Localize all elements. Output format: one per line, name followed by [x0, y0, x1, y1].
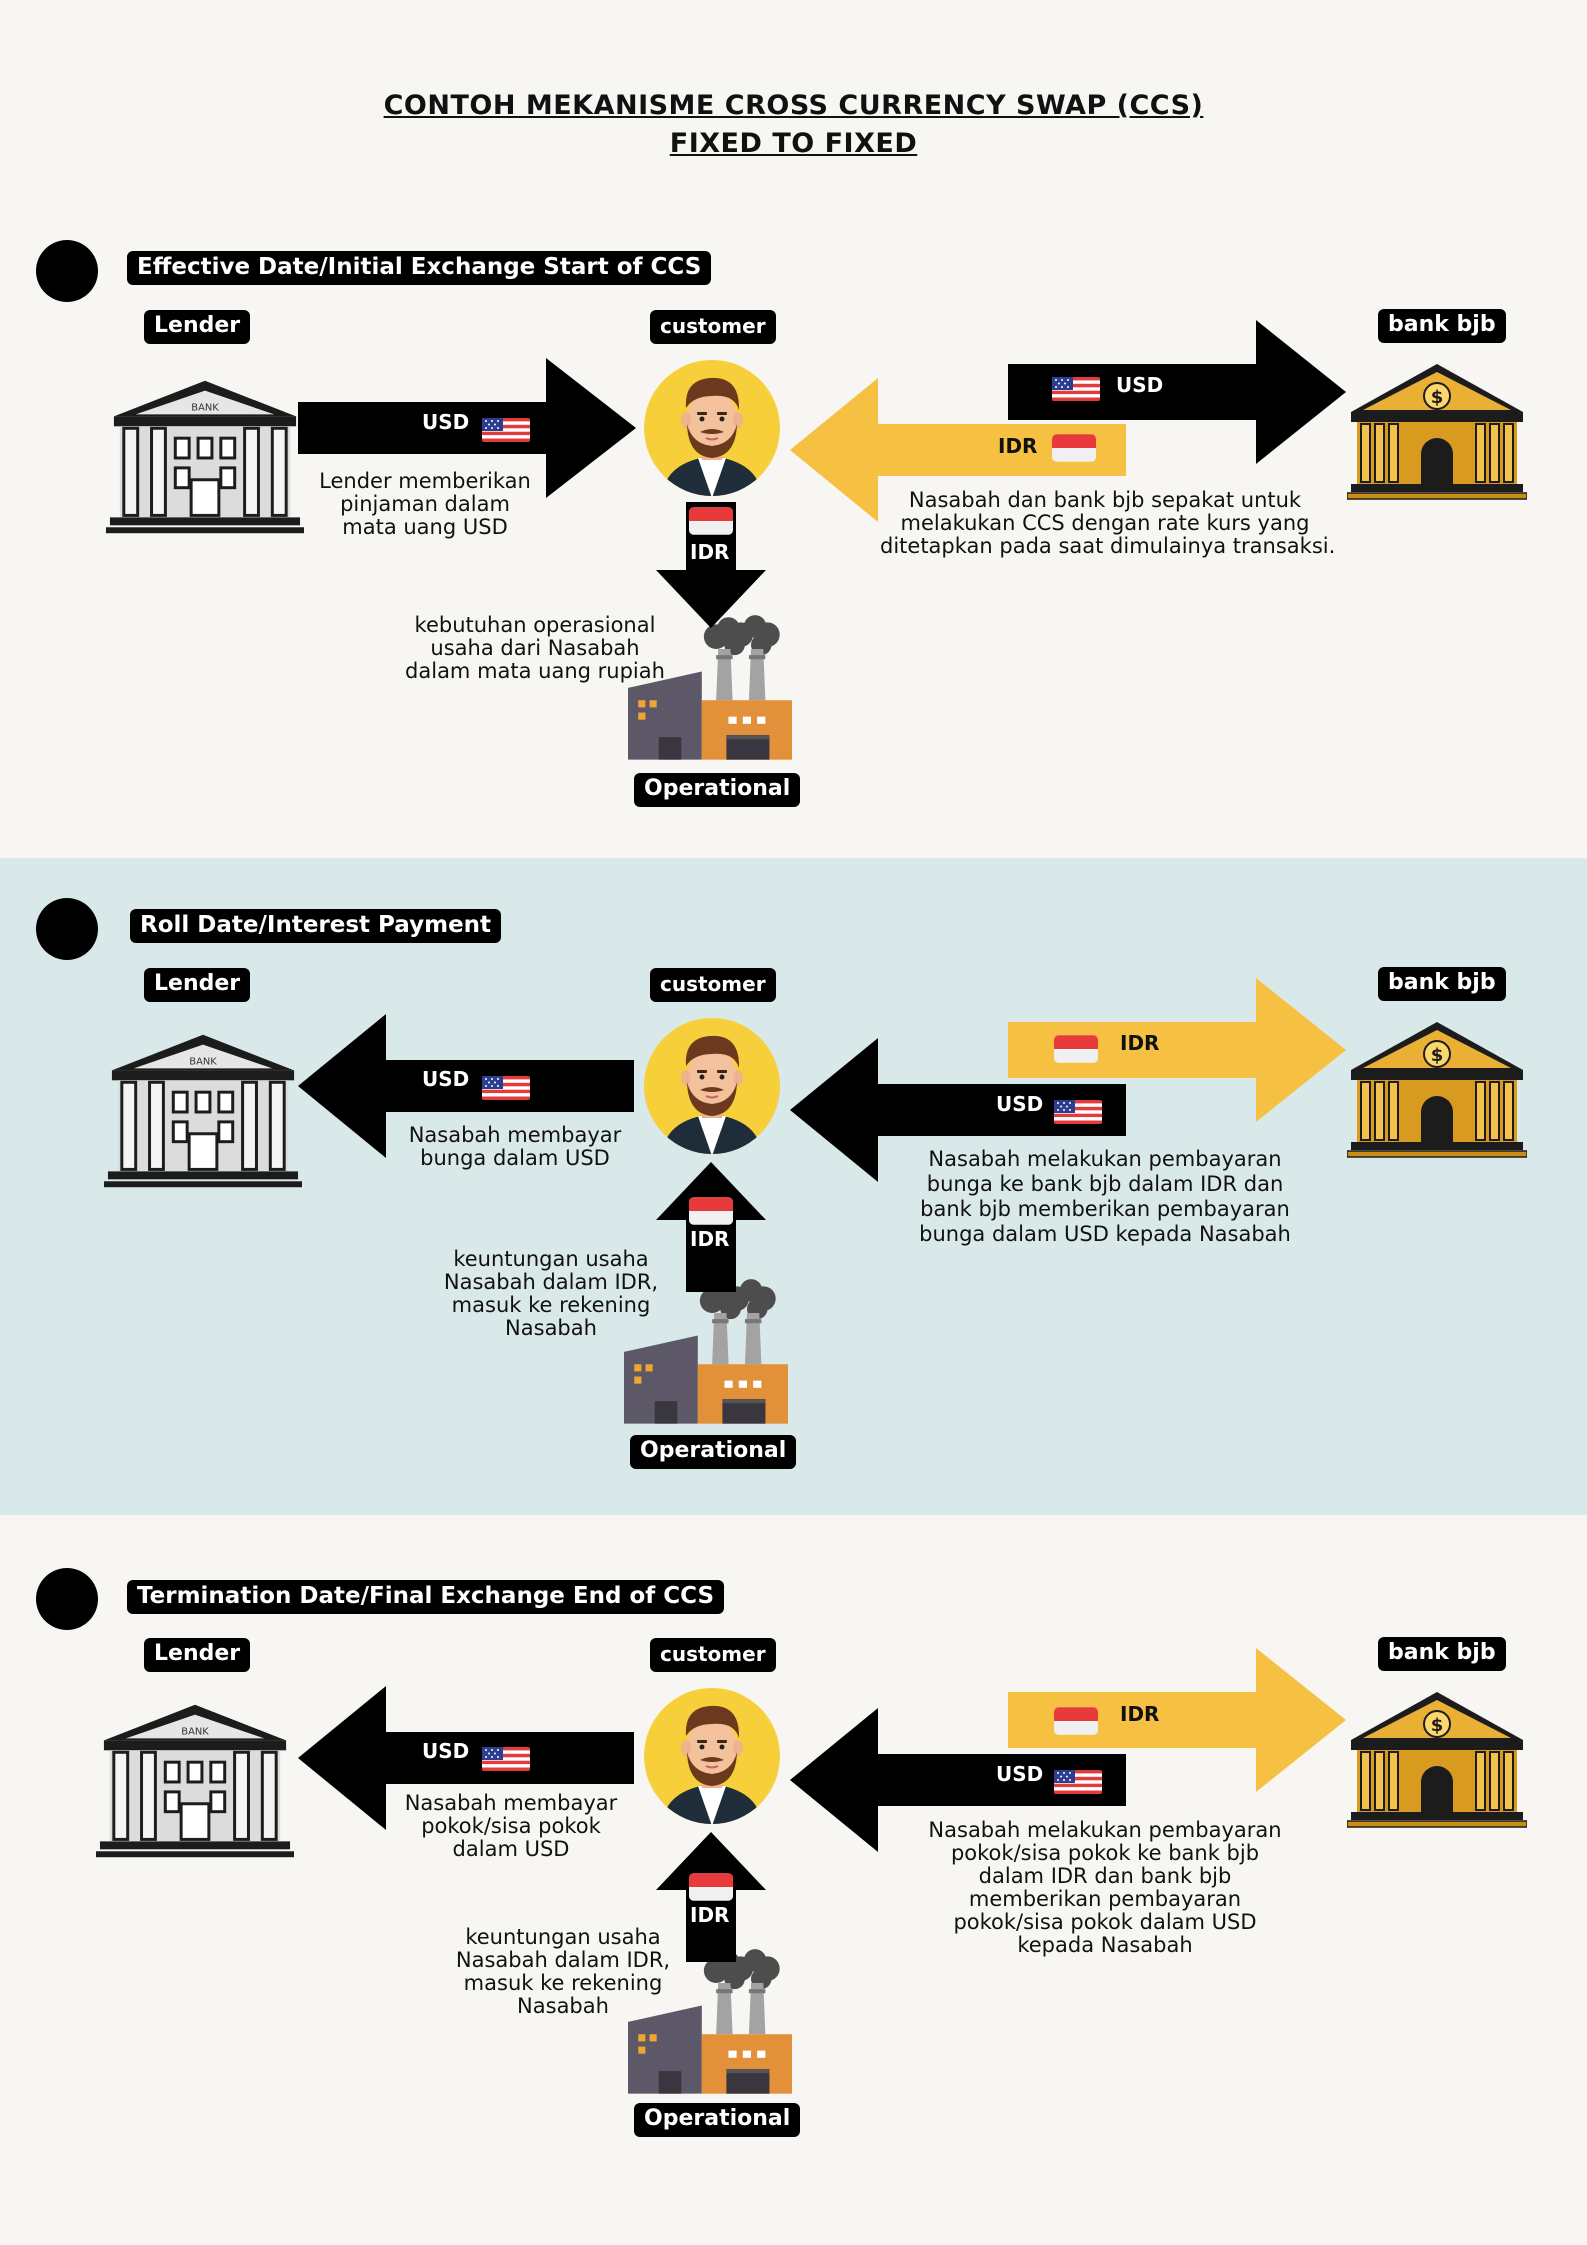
indonesia-flag-icon: [1052, 434, 1096, 462]
us-flag-icon: [482, 1076, 530, 1100]
customer-avatar-icon: [642, 358, 782, 498]
bank-bjb-icon: [1347, 362, 1527, 502]
operational-label: Operational: [630, 1435, 797, 1469]
bank-bjb-icon: [1347, 1020, 1527, 1160]
idr-arrow-customer-to-bank: [1008, 978, 1346, 1122]
bank-bjb-icon: [1347, 1690, 1527, 1830]
lender-label: Lender: [144, 1638, 251, 1672]
customer-label: customer: [650, 1638, 776, 1672]
operational-label: Operational: [634, 2103, 801, 2137]
arrow-currency-label: IDR: [690, 1903, 730, 1927]
arrow-currency-label: USD: [422, 1067, 470, 1091]
customer-avatar-icon: [642, 1686, 782, 1826]
section-marker-dot: [36, 240, 98, 302]
us-flag-icon: [482, 1747, 530, 1771]
arrow-currency-label: USD: [1116, 373, 1164, 397]
indonesia-flag-icon: [689, 506, 733, 536]
lender-label: Lender: [144, 968, 251, 1002]
idr-arrow-operational-to-customer: [656, 1162, 766, 1292]
indonesia-flag-icon: [689, 1872, 733, 1902]
section-heading: Termination Date/Final Exchange End of C…: [127, 1580, 725, 1614]
idr-arrow-customer-to-operational: [656, 502, 766, 628]
lender-bank-icon: [106, 376, 304, 536]
arrow-currency-label: USD: [996, 1092, 1044, 1116]
arrow-currency-label: USD: [422, 410, 470, 434]
us-flag-icon: [482, 418, 530, 442]
section-heading: Effective Date/Initial Exchange Start of…: [127, 251, 712, 285]
bank-bjb-label: bank bjb: [1378, 309, 1506, 343]
arrow-currency-label: IDR: [690, 540, 730, 564]
customer-avatar-icon: [642, 1016, 782, 1156]
customer-label: customer: [650, 310, 776, 344]
bank-bjb-label: bank bjb: [1378, 1637, 1506, 1671]
customer-label: customer: [650, 968, 776, 1002]
section-marker-dot: [36, 898, 98, 960]
usd-arrow-bank-to-customer: [790, 1708, 1126, 1852]
usd-arrow-customer-to-bank: [1008, 320, 1346, 464]
indonesia-flag-icon: [689, 1196, 733, 1226]
page-title: CONTOH MEKANISME CROSS CURRENCY SWAP (CC…: [383, 90, 1204, 121]
lender-bank-icon: [104, 1030, 302, 1190]
section-marker-dot: [36, 1568, 98, 1630]
usd-arrow-customer-to-lender: [298, 1014, 634, 1158]
lender-label: Lender: [144, 310, 251, 344]
arrow-currency-label: IDR: [1120, 1702, 1160, 1726]
us-flag-icon: [1054, 1100, 1102, 1124]
operational-label: Operational: [634, 773, 801, 807]
page-subtitle: FIXED TO FIXED: [669, 128, 918, 159]
idr-arrow-bank-to-customer: [790, 378, 1126, 522]
arrow-currency-label: USD: [996, 1762, 1044, 1786]
usd-arrow-lender-to-customer: [298, 358, 636, 498]
usd-arrow-bank-to-customer: [790, 1038, 1126, 1182]
arrow-currency-label: IDR: [998, 434, 1038, 458]
usd-arrow-customer-to-lender: [298, 1686, 634, 1830]
section-heading: Roll Date/Interest Payment: [130, 909, 502, 943]
arrow-currency-label: USD: [422, 1739, 470, 1763]
arrow-currency-label: IDR: [1120, 1031, 1160, 1055]
bank-bjb-label: bank bjb: [1378, 967, 1506, 1001]
us-flag-icon: [1054, 1770, 1102, 1794]
idr-arrow-customer-to-bank: [1008, 1648, 1346, 1792]
lender-bank-icon: [96, 1700, 294, 1860]
arrow-currency-label: IDR: [690, 1227, 730, 1251]
